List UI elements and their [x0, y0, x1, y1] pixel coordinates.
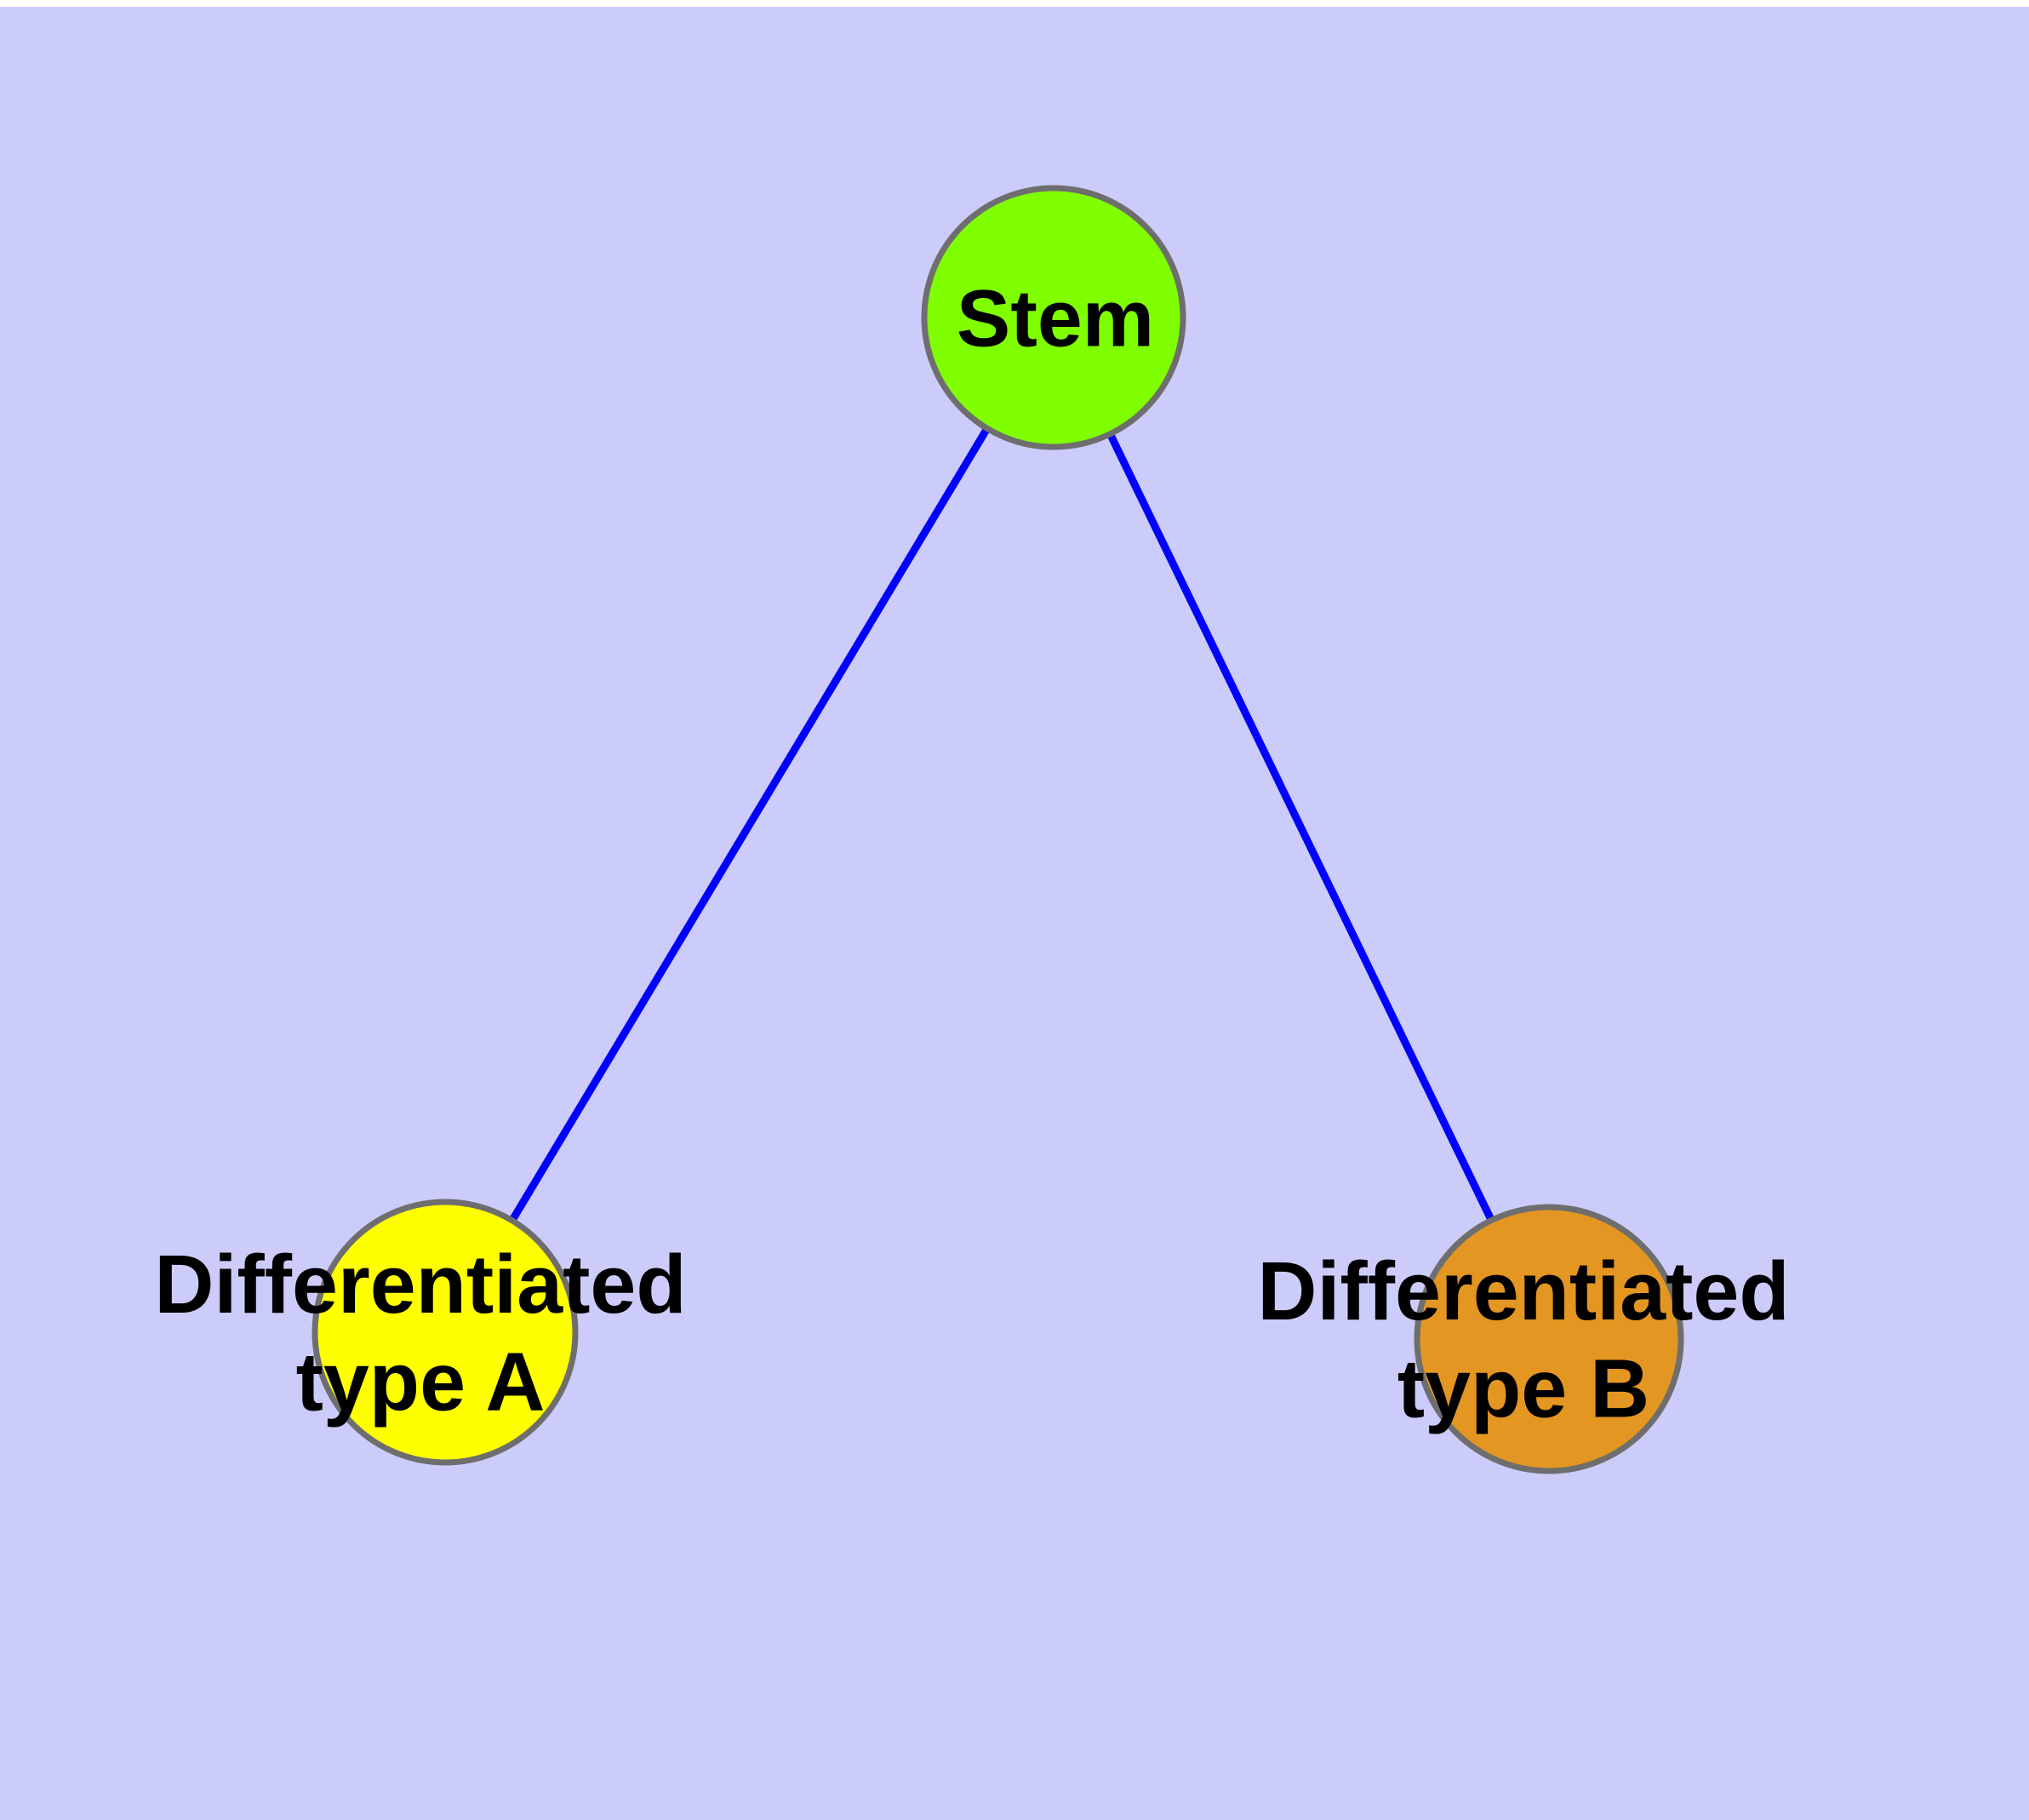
node-stem-label: Stem	[957, 274, 1154, 364]
node-differentiated-type-b-circle[interactable]	[1414, 1204, 1684, 1474]
node-label-line: type B	[1397, 1342, 1649, 1435]
node-label-line: type A	[296, 1336, 546, 1428]
node-differentiated-type-a-circle[interactable]	[311, 1199, 579, 1466]
node-stem-circle[interactable]	[921, 185, 1186, 450]
edge-layer	[507, 425, 1496, 1224]
node-label-line: Differentiated	[1257, 1245, 1789, 1337]
node-label-line: Differentiated	[154, 1238, 686, 1331]
node-label-line: Stem	[957, 274, 1154, 364]
edge-stem-to-differentiated-type-a[interactable]	[507, 425, 992, 1224]
node-layer	[311, 185, 1684, 1474]
edge-stem-to-differentiated-type-b[interactable]	[1106, 431, 1496, 1224]
